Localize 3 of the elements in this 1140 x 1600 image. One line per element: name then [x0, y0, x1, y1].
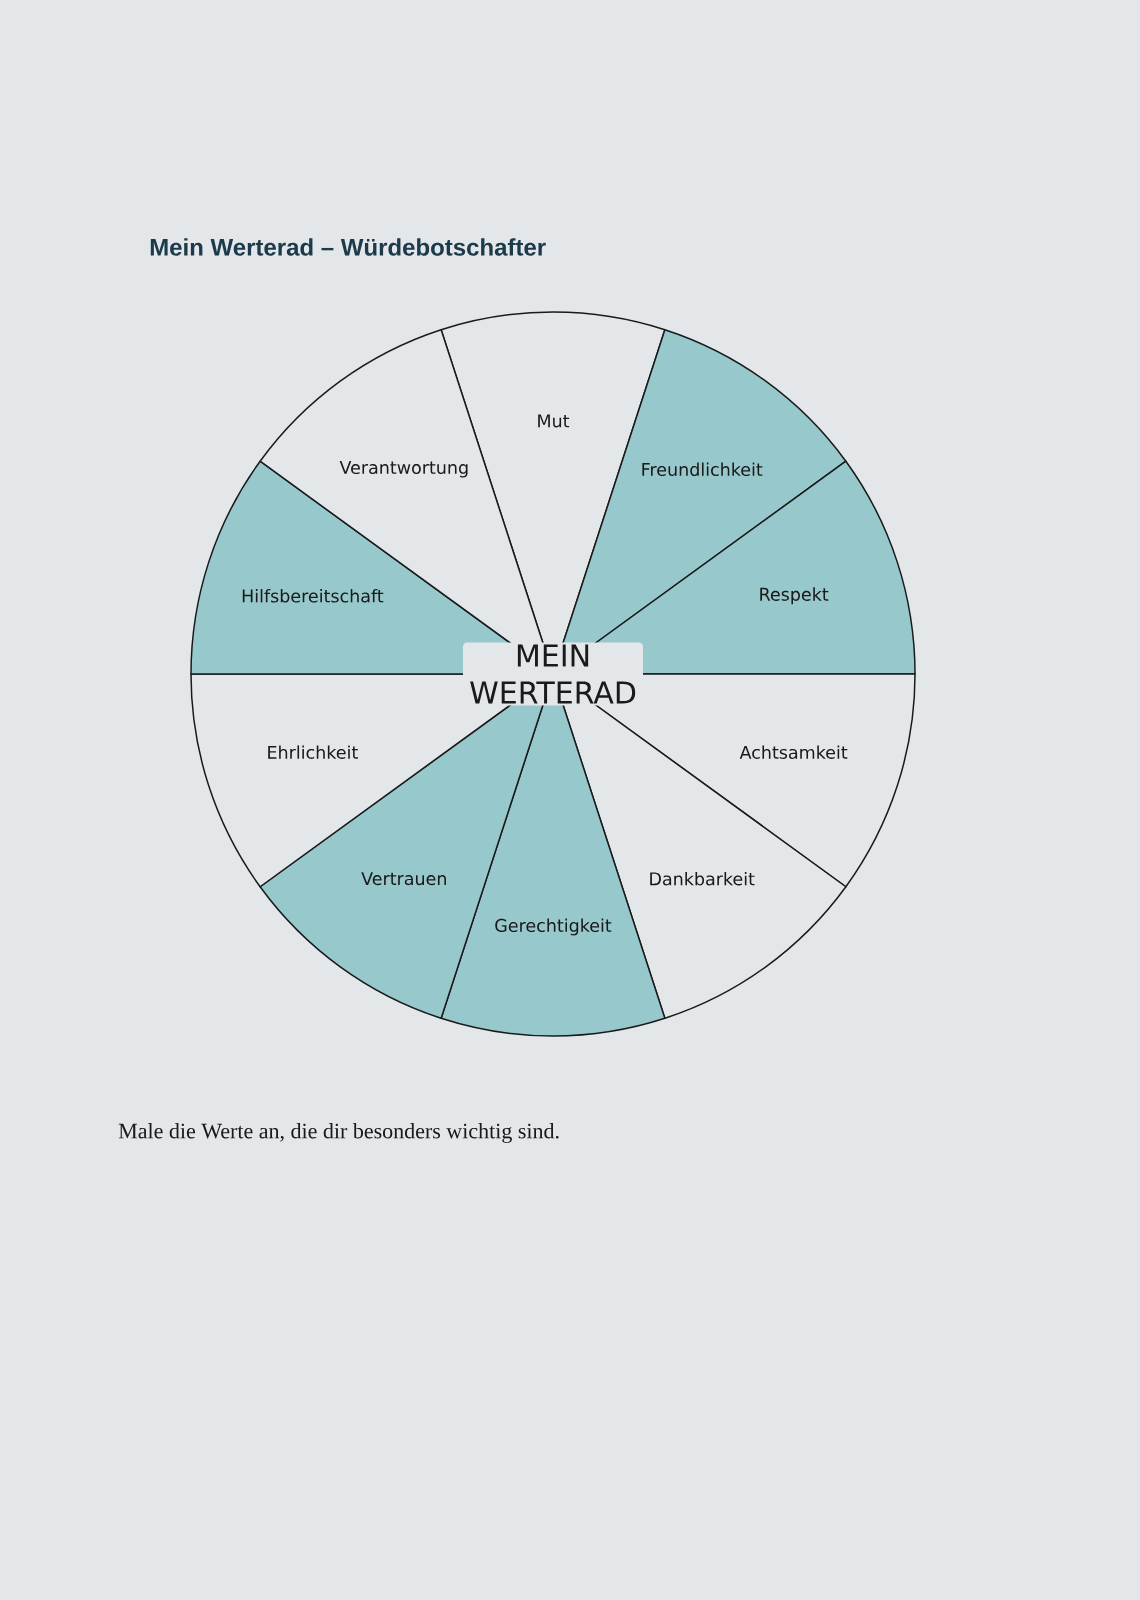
title: Mein Werterad – Würdebotschafter [150, 238, 546, 256]
center-label: MEIN WERTERAD [463, 642, 643, 706]
instruction-text: Male die Werte an, die dir besonders wichtig sind. [118, 1123, 559, 1143]
